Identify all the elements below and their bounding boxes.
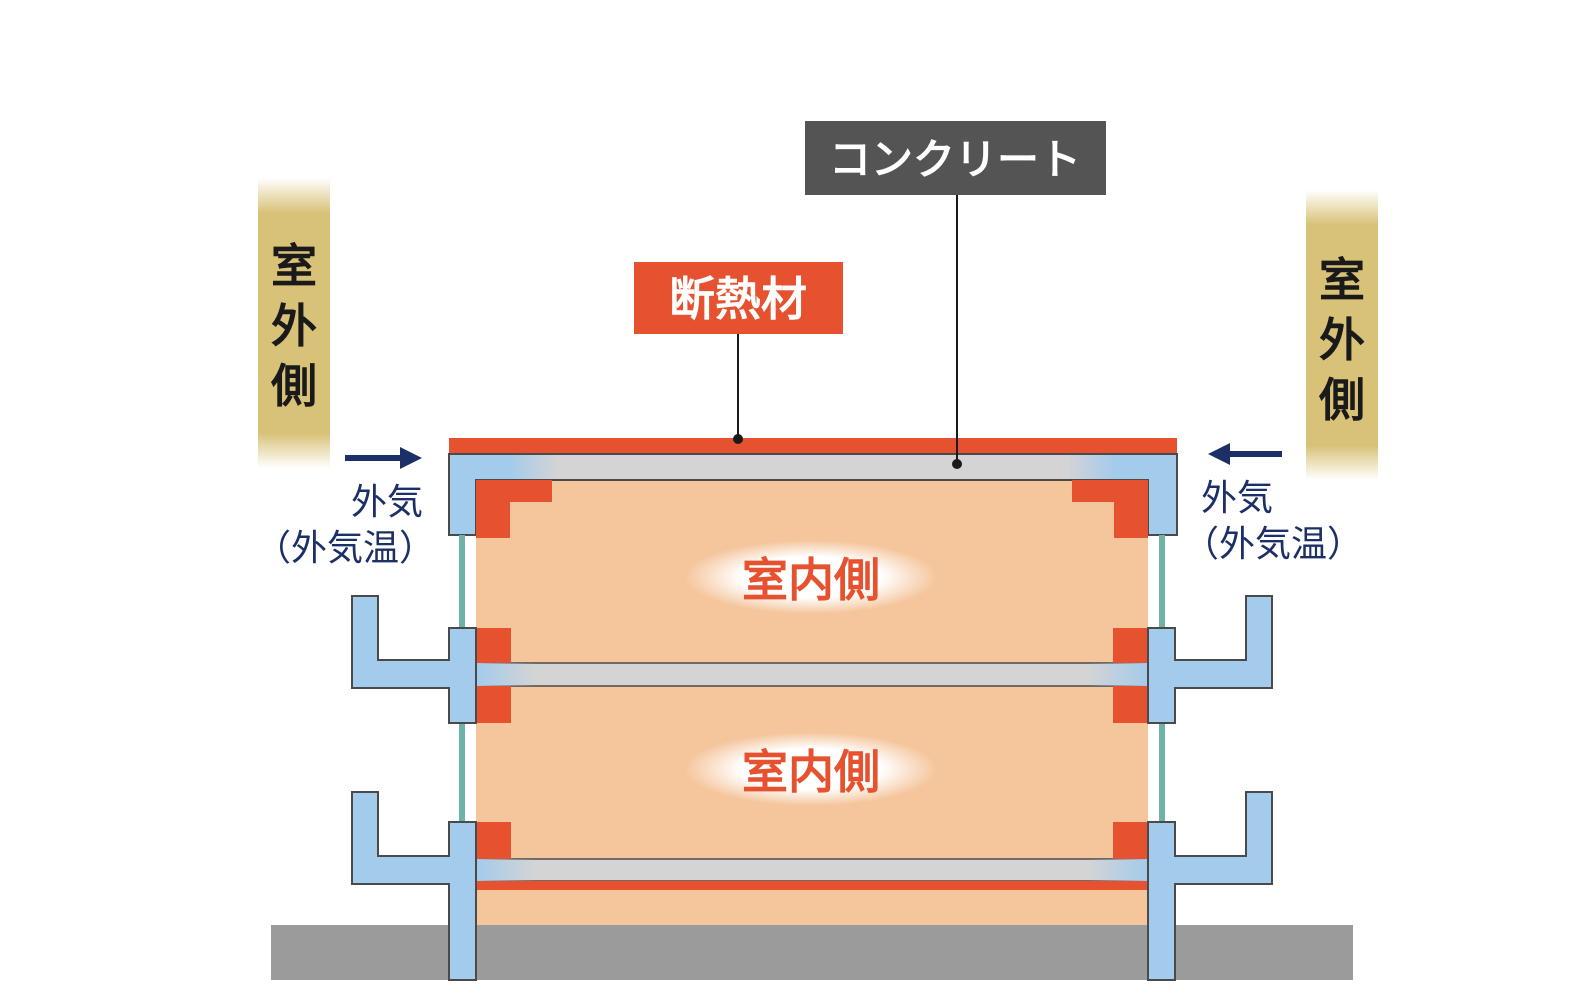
outside-air-arrow-right xyxy=(1208,443,1282,465)
bottom-insulation xyxy=(476,881,1148,890)
outside-air-temp-label-right: （外気温） xyxy=(1183,524,1363,565)
insulation-leader-dot xyxy=(733,434,743,444)
window-right-lower xyxy=(1159,722,1165,822)
insulation-label-box xyxy=(634,262,843,334)
indoor-label-lower: 室内側 xyxy=(742,745,880,799)
outside-band-right xyxy=(1306,190,1378,480)
outside-air-arrow-left xyxy=(345,447,422,469)
floor-slab-2 xyxy=(475,858,1149,882)
insulation-label: 断熱材 xyxy=(669,272,807,326)
outside-label-left: 室外側 xyxy=(270,239,317,413)
right-column-balcony-1 xyxy=(1147,595,1273,724)
window-left-upper xyxy=(459,535,465,630)
indoor-glow-lower xyxy=(684,732,938,806)
roof-corner-insulation-left xyxy=(476,480,552,538)
indoor-label-upper: 室内側 xyxy=(742,553,880,607)
floor1-insulation-left-bottom xyxy=(476,686,511,723)
roof-slab xyxy=(449,454,1177,480)
outside-band-left xyxy=(258,178,330,468)
ground xyxy=(271,925,1353,980)
floor2-insulation-left-top xyxy=(476,822,511,859)
floor2-insulation-right-top xyxy=(1113,822,1148,859)
outside-air-label-left: 外気 xyxy=(351,482,423,523)
roof-insulation xyxy=(449,438,1177,454)
concrete-label-box xyxy=(805,121,1106,195)
window-left-lower xyxy=(459,722,465,822)
floor1-insulation-left-top xyxy=(476,628,511,663)
window-right-upper xyxy=(1159,535,1165,630)
left-column-balcony-1 xyxy=(351,595,477,724)
outside-air-label-right: 外気 xyxy=(1201,478,1273,519)
outside-label-right: 室外側 xyxy=(1318,253,1365,427)
indoor-glow-upper xyxy=(684,540,938,614)
concrete-leader-dot xyxy=(952,459,962,469)
floor1-insulation-right-bottom xyxy=(1113,686,1148,723)
left-column-balcony-2 xyxy=(351,791,477,981)
right-column-balcony-2 xyxy=(1147,791,1273,981)
floor1-insulation-right-top xyxy=(1113,628,1148,663)
interior-base xyxy=(476,884,1148,925)
concrete-label: コンクリート xyxy=(829,135,1081,184)
roof-corner-insulation-right xyxy=(1072,480,1148,538)
floor-slab-1 xyxy=(475,662,1149,687)
outside-air-temp-label-left: （外気温） xyxy=(255,528,435,569)
